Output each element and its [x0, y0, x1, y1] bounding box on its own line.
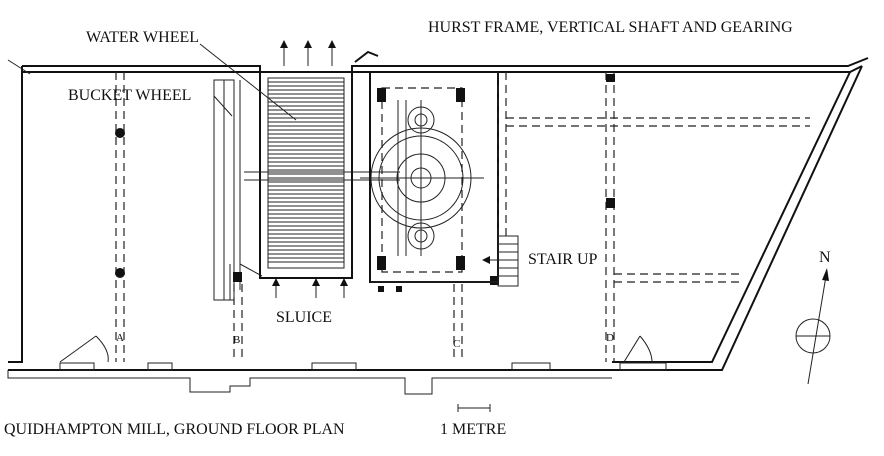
scale-label: 1 METRE — [440, 421, 506, 438]
axis-label-c: C — [453, 338, 460, 350]
hurst-frame — [233, 71, 499, 292]
sluice-arrows — [272, 278, 348, 298]
gearing — [360, 100, 484, 256]
north-label: N — [819, 249, 831, 266]
beam-lines — [506, 117, 810, 283]
foundation-outline — [7, 362, 667, 395]
water-wheel — [267, 77, 345, 269]
door-right — [623, 335, 653, 363]
wheel-pit-walls — [229, 71, 353, 300]
sluice-label: SLUICE — [276, 309, 332, 326]
axis-label-d: D — [606, 332, 614, 344]
axis-label-b: B — [233, 334, 240, 346]
axis-label-a: A — [116, 332, 124, 344]
bucket-wheel — [213, 79, 241, 301]
column-grid-lines — [115, 72, 615, 362]
stair — [482, 235, 519, 287]
plan-caption: QUIDHAMPTON MILL, GROUND FLOOR PLAN — [4, 421, 345, 438]
stair-up-label: STAIR UP — [528, 251, 598, 268]
leader-lines — [199, 43, 297, 121]
wheel-shaft — [244, 171, 400, 181]
outflow-arrows — [280, 40, 336, 66]
bucket-wheel-label: BUCKET WHEEL — [68, 87, 191, 104]
north-arrow — [795, 268, 831, 385]
hurst-frame-label: HURST FRAME, VERTICAL SHAFT AND GEARING — [428, 19, 793, 36]
scale-bar — [457, 404, 491, 412]
door-left — [59, 335, 109, 363]
water-wheel-label: WATER WHEEL — [86, 29, 199, 46]
column-posts — [115, 74, 615, 278]
